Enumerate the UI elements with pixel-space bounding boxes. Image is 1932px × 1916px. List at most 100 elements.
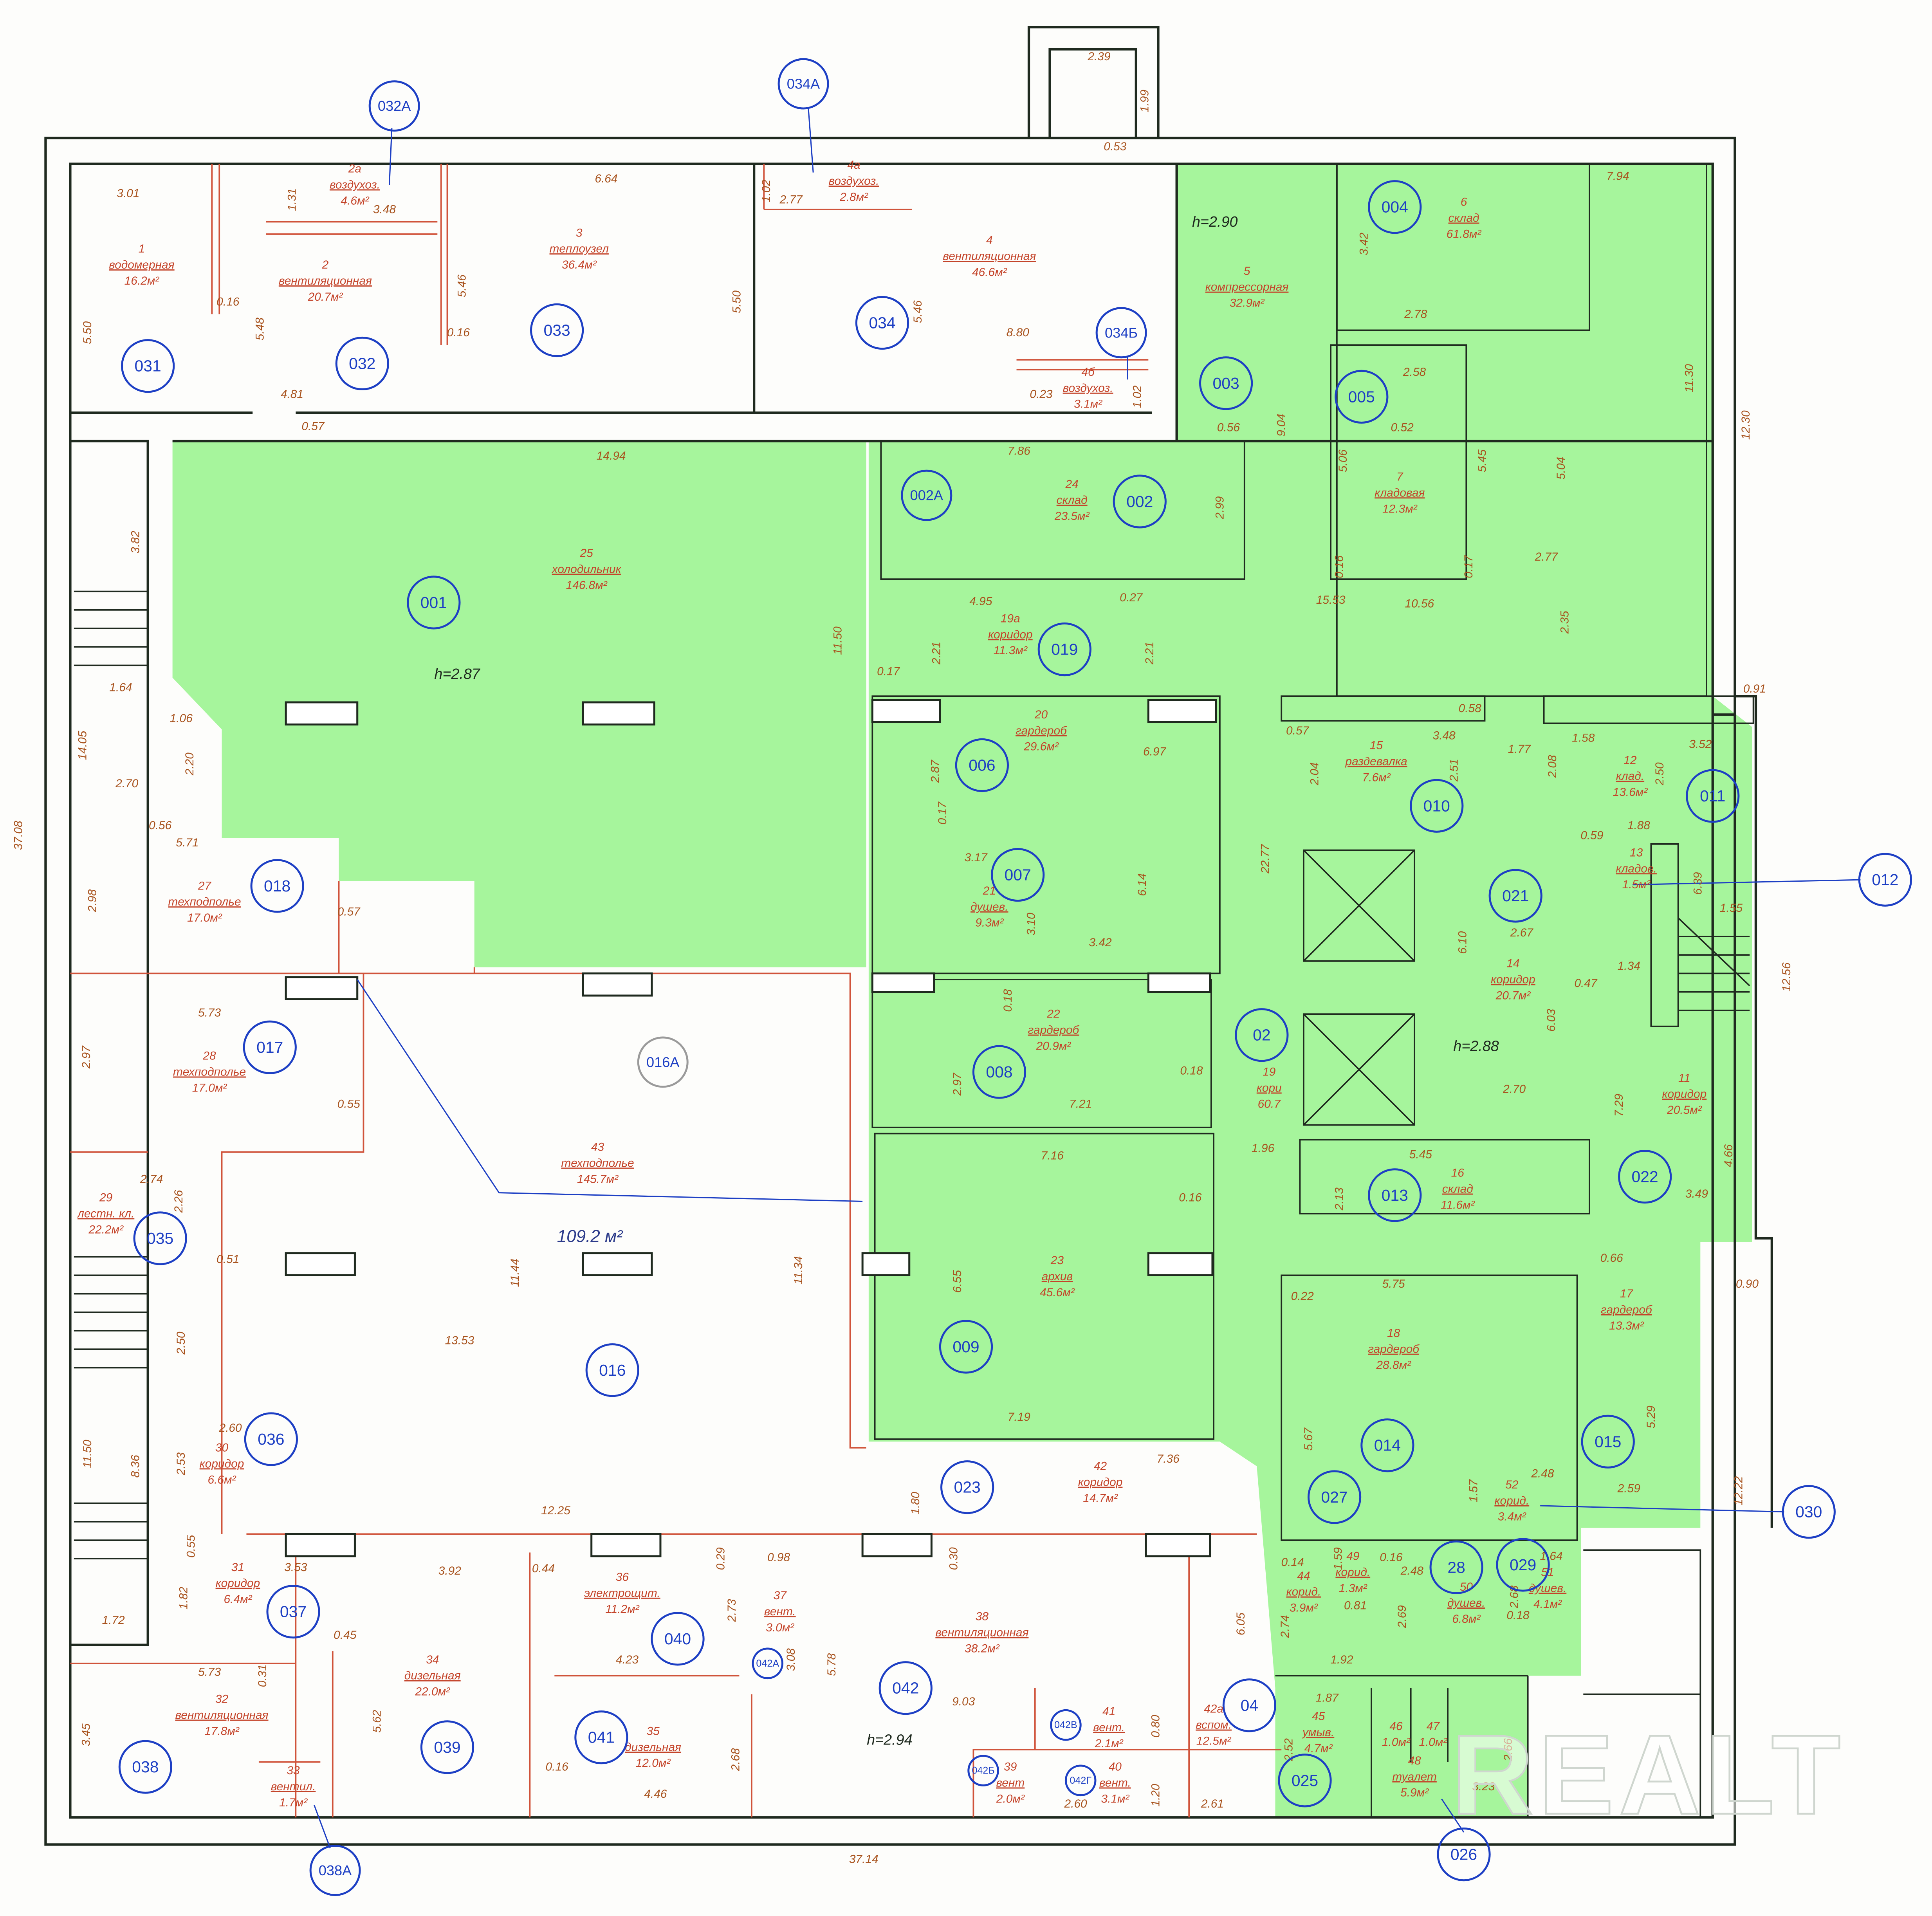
room-number: 12 [1624, 754, 1637, 767]
tag-circle [121, 339, 175, 393]
dimension-label: 5.78 [825, 1653, 838, 1676]
room-name: дизельная [625, 1741, 681, 1754]
room-name: кладов. [1616, 862, 1657, 875]
dimension-label: 37.14 [849, 1853, 879, 1866]
tag-code: 042Б [972, 1765, 994, 1776]
dimension-label: 1.31 [285, 188, 298, 211]
tag-circle [972, 1045, 1026, 1099]
room-number: 42а [1204, 1703, 1223, 1716]
dimension-label: 2.70 [115, 777, 139, 790]
room-number: 28 [202, 1050, 216, 1063]
room-name: вентиляционная [279, 274, 372, 287]
dimension-label: 0.16 [216, 296, 240, 309]
room-number: 5 [1244, 265, 1250, 278]
tag-circle [1095, 307, 1147, 359]
room-name: туалет [1392, 1770, 1436, 1783]
dimension-label: 1.87 [1316, 1691, 1339, 1704]
dimension-label: 2.61 [1201, 1797, 1224, 1810]
walls [44, 26, 1773, 1846]
tag-code: 002 [1126, 493, 1153, 511]
room-name: склад [1449, 212, 1479, 225]
dimension-label: 1.64 [109, 681, 132, 694]
room-area: 2.1м² [1095, 1737, 1124, 1750]
tag-circle [1488, 869, 1542, 923]
room-number: 38 [976, 1610, 989, 1623]
room-tag: 019 [1037, 622, 1091, 677]
tag-code: 011 [1700, 787, 1725, 805]
dimension-label: 13.53 [445, 1334, 474, 1347]
room-area: 32.9м² [1230, 297, 1265, 310]
room-name: кладовая [1375, 486, 1425, 499]
tag-code: 022 [1632, 1168, 1658, 1186]
dimension-label: 5.46 [911, 300, 924, 323]
room-area: 28.8м² [1376, 1359, 1411, 1372]
dimension-label: 2.26 [172, 1190, 185, 1213]
room-tag: 034А [777, 58, 829, 110]
room-number: 22 [1046, 1008, 1060, 1021]
dimension-label: 2.21 [1143, 642, 1156, 665]
dimension-label: 2.97 [951, 1072, 964, 1096]
room-tag: 007 [991, 848, 1045, 902]
dimension-label: 2.50 [1653, 762, 1666, 786]
dimension-label: 0.90 [1736, 1277, 1759, 1290]
room-tag: 28 [1429, 1540, 1483, 1594]
room-name: кори [1257, 1081, 1282, 1094]
room-area: 20.7м² [308, 290, 343, 303]
dimension-label: 2.87 [929, 760, 942, 783]
dimension-label: 0.47 [1575, 977, 1598, 990]
room-number: 13 [1630, 846, 1643, 859]
room-name: теплоузел [550, 242, 609, 255]
dimension-label: 5.73 [198, 1006, 221, 1019]
room-name: компрессорная [1205, 281, 1289, 294]
room-number: 49 [1346, 1550, 1359, 1562]
realt-watermark: REALT [1452, 1712, 1846, 1838]
tag-circle [1307, 1470, 1362, 1524]
tag-code: 28 [1447, 1558, 1465, 1576]
tag-circle [250, 859, 304, 913]
dimension-label: 7.19 [1008, 1411, 1030, 1423]
room-number: 34 [426, 1653, 439, 1666]
dimension-label: 11.50 [832, 626, 844, 655]
dimension-label: 1.34 [1618, 960, 1640, 972]
handwritten-area-note: 109.2 м² [557, 1227, 623, 1246]
dimension-label: 3.42 [1358, 233, 1371, 256]
tag-circle [574, 1710, 628, 1764]
tag-code: 035 [147, 1229, 173, 1247]
room-tag: 013 [1368, 1168, 1422, 1222]
dimension-label: 2.60 [218, 1422, 242, 1434]
tag-circle [1429, 1540, 1483, 1594]
room-number: 29 [99, 1191, 112, 1204]
tag-circle [1064, 1764, 1097, 1797]
dimension-label: 6.10 [1456, 931, 1469, 954]
tag-circle [407, 576, 461, 630]
dimension-label: 3.92 [438, 1564, 462, 1577]
dimension-label: 2.50 [175, 1331, 188, 1355]
tag-circle [1278, 1754, 1332, 1808]
tag-code: 006 [969, 756, 995, 774]
tag-code: 013 [1382, 1186, 1408, 1204]
dimension-label: 2.20 [183, 752, 196, 776]
dimension-label: 2.97 [80, 1045, 93, 1069]
tag-code: 007 [1005, 866, 1031, 884]
room-area: 7.6м² [1362, 771, 1391, 784]
tag-circle [752, 1647, 784, 1680]
tag-code: 003 [1212, 374, 1239, 392]
dimension-label: 2.08 [1546, 755, 1559, 778]
tag-circle [901, 469, 952, 521]
tag-circle [1050, 1709, 1082, 1741]
room-area: 38.2м² [965, 1642, 1000, 1655]
room-area: 12.5м² [1196, 1735, 1232, 1748]
